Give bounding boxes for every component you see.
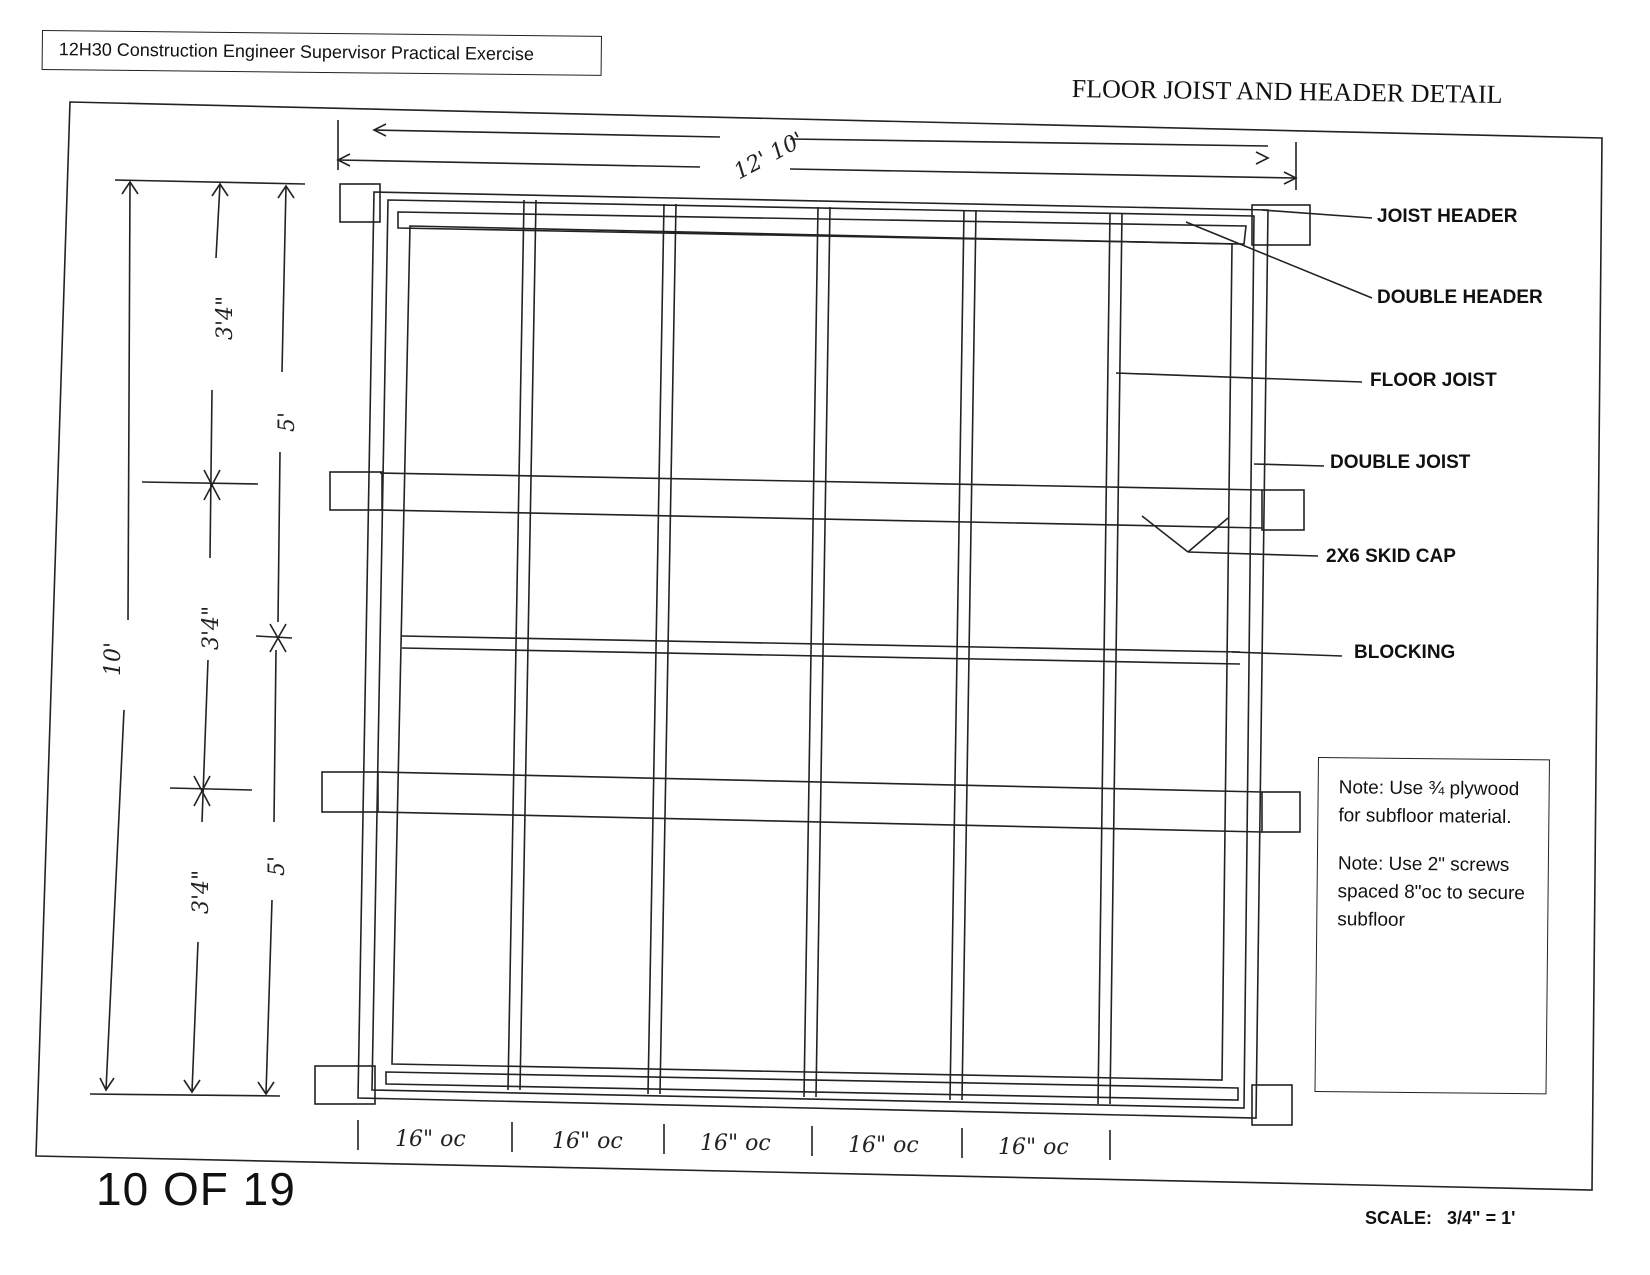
- note-screws: Note: Use 2" screws spaced 8"oc to secur…: [1337, 853, 1526, 931]
- label-joist-header: JOIST HEADER: [1377, 206, 1518, 227]
- double-header-bottom: [385, 1071, 1239, 1101]
- skid-right-low: [1261, 791, 1301, 833]
- skid-right-bottom: [1251, 1084, 1293, 1126]
- dim-half-bottom: 5': [265, 856, 290, 876]
- notes-box: Note: Use ¾ plywood for subfloor materia…: [1314, 757, 1550, 1095]
- dim-half-top: 5': [275, 412, 300, 432]
- frame-inner-1: [371, 199, 1255, 1109]
- skid-right-top: [1251, 204, 1311, 246]
- skid-right-mid: [1261, 489, 1305, 531]
- dim-overall-width: 12' 10': [730, 128, 808, 185]
- label-double-header: DOUBLE HEADER: [1377, 287, 1543, 308]
- scale-value: 3/4" = 1': [1447, 1208, 1516, 1228]
- dim-third-top: 3'4": [213, 296, 238, 340]
- dim-spacing-1: 16" oc: [395, 1127, 466, 1152]
- label-floor-joist: FLOOR JOIST: [1370, 370, 1497, 391]
- dim-overall-length: 10': [101, 642, 126, 676]
- skid-left-top: [339, 183, 381, 223]
- frame-outer: [357, 191, 1269, 1119]
- skid-left-bottom: [314, 1065, 376, 1105]
- label-skid-cap: 2X6 SKID CAP: [1326, 546, 1456, 567]
- skid-left-mid: [329, 471, 383, 511]
- dim-third-bottom: 3'4": [189, 870, 214, 914]
- scale-label: SCALE:: [1365, 1208, 1432, 1228]
- dim-spacing-5: 16" oc: [998, 1135, 1069, 1160]
- dim-spacing-2: 16" oc: [552, 1129, 623, 1154]
- drawing-border: [35, 101, 1603, 1191]
- page-number: 10 OF 19: [96, 1163, 296, 1215]
- dim-spacing-3: 16" oc: [700, 1131, 771, 1156]
- skid-left-low: [321, 771, 379, 813]
- note-plywood: Note: Use ¾ plywood for subfloor materia…: [1338, 777, 1520, 829]
- label-blocking: BLOCKING: [1354, 642, 1456, 663]
- dim-third-middle: 3'4": [199, 606, 224, 650]
- frame-inner-2: [391, 225, 1233, 1081]
- label-double-joist: DOUBLE JOIST: [1330, 452, 1471, 473]
- scale-note: SCALE: 3/4" = 1': [1365, 1208, 1515, 1229]
- dim-spacing-4: 16" oc: [848, 1133, 919, 1158]
